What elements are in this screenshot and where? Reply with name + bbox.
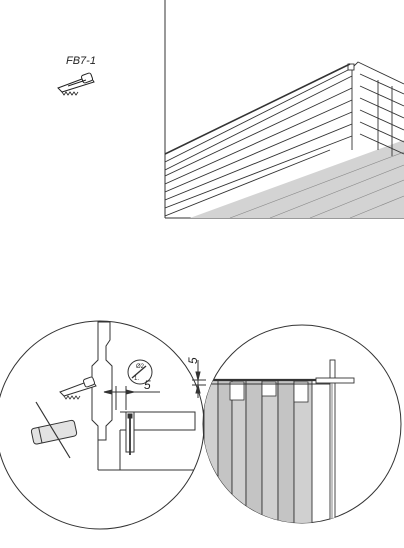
drill-diameter-label: Ø2 <box>136 364 145 370</box>
end-wall-logs <box>347 61 404 156</box>
saw-icon <box>57 72 95 96</box>
vertical-boards <box>203 379 313 523</box>
wall-corner-panel <box>164 0 404 219</box>
part-code-label: FB7-1 <box>66 55 96 67</box>
level-tool <box>315 359 355 523</box>
detail-circle-boards: 5 <box>186 324 402 524</box>
wall-logs <box>165 67 353 217</box>
gap-dimension-vertical: 5 <box>186 357 200 364</box>
detail-circle-gap: Ø2 1. 5 <box>0 320 205 530</box>
drill-step-label: 1. <box>134 376 139 382</box>
gap-dimension-horizontal: 5 <box>144 378 151 392</box>
saw-icon <box>59 376 97 400</box>
drill-callout: Ø2 1. <box>127 359 153 385</box>
vertical-gap-dimension <box>192 360 206 398</box>
prohibited-tool-icon <box>30 401 78 459</box>
